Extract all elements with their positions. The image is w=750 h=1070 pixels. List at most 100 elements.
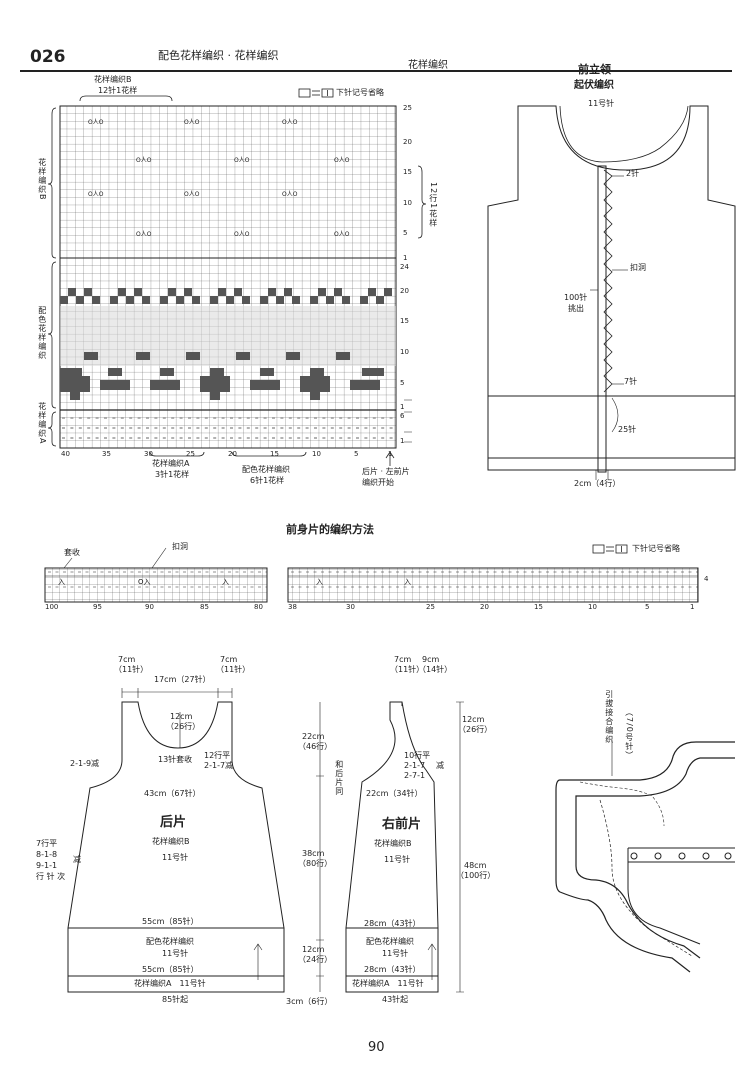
front-stitch-number: 1	[690, 603, 695, 611]
back-neck-depth: 12cm	[170, 712, 193, 721]
front-stitch-number: 90	[145, 603, 154, 611]
back-hem-width2: 55cm（85针）	[142, 965, 199, 974]
rf-hem2: 28cm（43针）	[364, 965, 421, 974]
chart-bottom-color: 配色花样编织	[242, 465, 290, 474]
stitch-number: 10	[312, 450, 321, 458]
svg-text:O人O: O人O	[334, 231, 350, 238]
front-stitch-number: 38	[288, 603, 297, 611]
pattern-number: 026	[30, 47, 66, 67]
back-side-shaping: 7行平	[36, 839, 58, 848]
crochet-needle: （7/0号针）	[624, 708, 634, 760]
rf-strap: 7cm	[394, 655, 412, 664]
header-rule	[20, 70, 732, 72]
back-neck-depth-rows: （26行）	[166, 722, 201, 731]
back-strap-right: 7cm	[220, 655, 238, 664]
stitch-number: 1	[388, 450, 393, 458]
rf-stitch: 花样编织B	[374, 839, 412, 848]
row-number: 5	[400, 379, 405, 387]
front-stitch-number: 15	[534, 603, 543, 611]
front-stitch-number: 5	[645, 603, 650, 611]
chart-left-color: 配色花样编织	[37, 306, 47, 360]
front-collar-diagram	[487, 105, 736, 480]
rf-band-a: 花样编织A 11号针	[352, 979, 424, 988]
svg-text:入: 入	[316, 578, 323, 586]
svg-text:入: 入	[404, 578, 411, 586]
back-cast-on: 85针起	[162, 995, 189, 1004]
stitch-number: 5	[354, 450, 359, 458]
back-color-band: 配色花样编织	[146, 937, 194, 946]
row-number: 5	[403, 229, 408, 237]
back-side-shaping: 9-1-1	[36, 861, 58, 870]
dim-band-rows: （24行）	[298, 955, 333, 964]
chart-start-label: 后片 · 左前片	[362, 467, 410, 476]
crochet-label: 引拔接合编织	[604, 690, 614, 744]
rf-color-needle: 11号针	[382, 949, 409, 958]
row-number: 20	[403, 138, 412, 146]
dim-upper-rows: （46行）	[298, 742, 333, 751]
chart-left-a: 花样编织A	[37, 402, 47, 445]
back-side-shaping: 8-1-8	[36, 850, 58, 859]
front-stitch-number: 95	[93, 603, 102, 611]
front-bindoff: 套收	[64, 548, 80, 557]
crochet-detail	[555, 740, 735, 973]
rf-side-note: 和后片同	[334, 760, 344, 796]
back-strap-left-st: （11针）	[114, 665, 149, 674]
stitch-number: 35	[102, 450, 111, 458]
svg-text:O人O: O人O	[184, 119, 200, 126]
rf-neck-st: （14针）	[418, 665, 453, 674]
svg-text:入: 入	[58, 578, 65, 586]
rf-piece-name: 右前片	[382, 817, 422, 832]
collar-buttonhole: 扣洞	[630, 263, 646, 272]
svg-text:O人O: O人O	[234, 157, 250, 164]
pattern-title: 配色花样编织 · 花样编织	[158, 49, 279, 62]
chart-bottom-color-repeat: 6针1花样	[250, 476, 285, 485]
back-bust: 43cm（67针）	[144, 789, 201, 798]
svg-text:O人O: O人O	[88, 191, 104, 198]
stitch-number: 20	[228, 450, 237, 458]
rf-total-rows: （100行）	[456, 871, 496, 880]
svg-text:O人O: O人O	[234, 231, 250, 238]
rf-neck-dec2: 2-7-1	[404, 771, 426, 780]
row-number: 10	[403, 199, 412, 207]
front-stitch-number: 85	[200, 603, 209, 611]
collar-7st: 7针	[624, 377, 638, 386]
rf-neck-dec-label: 减	[436, 761, 444, 770]
rf-neck-depth: 12cm	[462, 715, 485, 724]
back-strap-right-st: （11针）	[216, 665, 251, 674]
svg-text:入: 入	[222, 578, 229, 586]
row-number: 6	[400, 412, 405, 420]
svg-text:O人O: O人O	[136, 157, 152, 164]
stitch-number: 40	[61, 450, 70, 458]
collar-pickup2: 挑出	[568, 304, 584, 313]
svg-text:O人O: O人O	[136, 231, 152, 238]
dim-hem-band: 3cm（6行）	[286, 997, 333, 1006]
chart-b-repeat: 12针1花样	[98, 86, 138, 95]
row-number: 24	[400, 263, 409, 271]
dim-band: 12cm	[302, 945, 325, 954]
back-hem-width: 55cm（85针）	[142, 917, 199, 926]
chart-title: 花样编织	[408, 60, 448, 71]
page-number: 90	[368, 1040, 385, 1055]
front-stitch-number: 80	[254, 603, 263, 611]
dim-upper: 22cm	[302, 732, 325, 741]
back-piece-name: 后片	[160, 815, 187, 830]
row-number: 20	[400, 287, 409, 295]
back-side-shaping: 行 针 次	[36, 872, 66, 881]
svg-text:O人O: O人O	[88, 119, 104, 126]
rf-neck-rows: 10行平	[404, 751, 431, 760]
back-neck-bindoff: 13针套收	[158, 755, 193, 764]
stitch-number: 15	[270, 450, 279, 458]
svg-text:O人O: O人O	[184, 191, 200, 198]
back-band-a: 花样编织A 11号针	[134, 979, 206, 988]
front-buttonhole: 扣洞	[172, 542, 188, 551]
rf-neck-dec1: 2-1-7	[404, 761, 426, 770]
dim-body: 38cm	[302, 849, 325, 858]
rf-color-band: 配色花样编织	[366, 937, 414, 946]
front-stitch-number: 25	[426, 603, 435, 611]
back-strap-left: 7cm	[118, 655, 136, 664]
front-stitch-number: 20	[480, 603, 489, 611]
back-needle: 11号针	[162, 853, 189, 862]
